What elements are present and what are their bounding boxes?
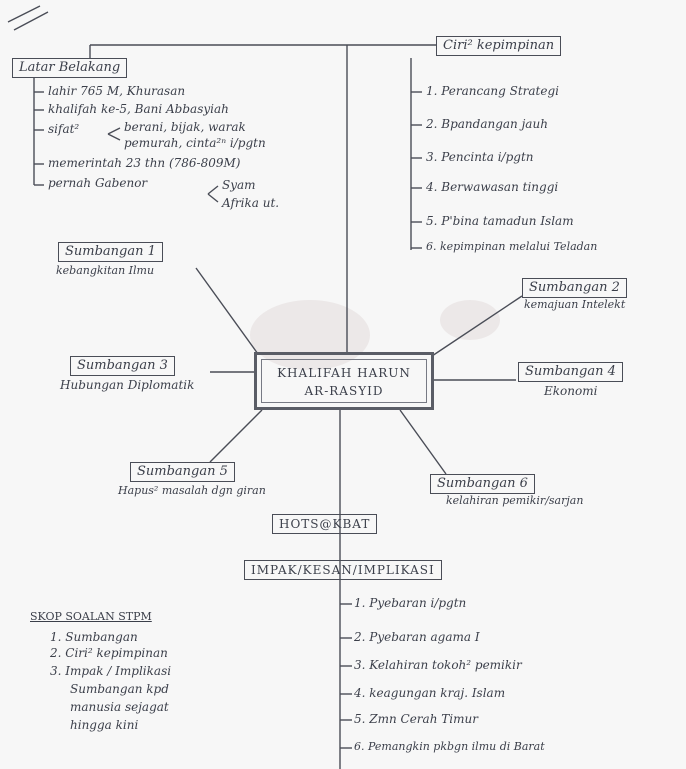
sumbangan-1-box: Sumbangan 1 bbox=[58, 242, 163, 262]
gabenor-brace bbox=[207, 185, 219, 203]
impak-item: 4. keagungan kraj. Islam bbox=[354, 686, 506, 700]
sumbangan-3-box: Sumbangan 3 bbox=[70, 356, 175, 376]
latar-item: khalifah ke-5, Bani Abbasyiah bbox=[48, 102, 229, 116]
spoke-sumbangan-6 bbox=[399, 409, 447, 475]
impak-item: 6. Pemangkin pkbgn ilmu di Barat bbox=[354, 740, 545, 753]
ciri-item: 3. Pencinta i/pgtn bbox=[426, 150, 534, 164]
latar-item: pemurah, cinta²ⁿ i/pgtn bbox=[124, 136, 266, 150]
sumbangan-2-box: Sumbangan 2 bbox=[522, 278, 627, 298]
sumbangan-5-box: Sumbangan 5 bbox=[130, 462, 235, 482]
hots-kbat-box: HOTS@KBAT bbox=[272, 514, 378, 534]
spoke-sumbangan-1 bbox=[195, 267, 259, 355]
impak-item: 2. Pyebaran agama I bbox=[354, 630, 480, 644]
central-topic-box: KHALIFAH HARUN AR-RASYID bbox=[254, 352, 434, 410]
latar-item: memerintah 23 thn (786-809M) bbox=[48, 156, 241, 170]
central-topic-line-1: KHALIFAH HARUN bbox=[277, 366, 411, 380]
ciri-item: 4. Berwawasan tinggi bbox=[426, 180, 559, 194]
sifat-brace bbox=[107, 127, 121, 141]
sumbangan-2-desc: kemajuan Intelekt bbox=[524, 298, 626, 311]
skop-item: manusia sejagat bbox=[70, 700, 169, 714]
skop-item: hingga kini bbox=[70, 718, 139, 732]
impak-item: 5. Zmn Cerah Timur bbox=[354, 712, 478, 726]
impak-title-box: IMPAK/KESAN/IMPLIKASI bbox=[244, 560, 442, 580]
latar-belakang-title: Latar Belakang bbox=[12, 58, 128, 78]
latar-item: sifat² bbox=[48, 122, 80, 136]
corner-doodle bbox=[7, 5, 49, 31]
latar-item: Afrika ut. bbox=[222, 196, 280, 210]
central-topic-inner-border bbox=[261, 359, 427, 403]
central-topic-line-2: AR-RASYID bbox=[304, 384, 384, 398]
latar-item: Syam bbox=[222, 178, 256, 192]
sumbangan-1-desc: kebangkitan Ilmu bbox=[56, 264, 155, 277]
spoke-sumbangan-2 bbox=[431, 295, 523, 357]
skop-item: 2. Ciri² kepimpinan bbox=[50, 646, 168, 660]
skop-soalan-title: SKOP SOALAN STPM bbox=[30, 610, 152, 623]
latar-item: pernah Gabenor bbox=[48, 176, 148, 190]
ciri-item: 1. Perancang Strategi bbox=[426, 84, 559, 98]
latar-item: lahir 765 M, Khurasan bbox=[48, 84, 186, 98]
impak-item: 3. Kelahiran tokoh² pemikir bbox=[354, 658, 522, 672]
sumbangan-6-box: Sumbangan 6 bbox=[430, 474, 535, 494]
skop-item: 3. Impak / Implikasi bbox=[50, 664, 172, 678]
sumbangan-4-box: Sumbangan 4 bbox=[518, 362, 623, 382]
paper-stain bbox=[250, 300, 370, 370]
sumbangan-3-desc: Hubungan Diplomatik bbox=[60, 378, 195, 392]
ciri-item: 2. Bpandangan jauh bbox=[426, 117, 548, 131]
sumbangan-5-desc: Hapus² masalah dgn giran bbox=[118, 484, 266, 497]
ciri-item: 6. kepimpinan melalui Teladan bbox=[426, 240, 598, 253]
latar-item: berani, bijak, warak bbox=[124, 120, 246, 134]
ciri-item: 5. P'bina tamadun Islam bbox=[426, 214, 574, 228]
impak-item: 1. Pyebaran i/pgtn bbox=[354, 596, 467, 610]
sumbangan-4-desc: Ekonomi bbox=[544, 384, 598, 398]
ciri-kepimpinan-title: Ciri² kepimpinan bbox=[436, 36, 562, 56]
sumbangan-6-desc: kelahiran pemikir/sarjan bbox=[446, 494, 584, 507]
spoke-sumbangan-5 bbox=[209, 409, 263, 463]
skop-item: 1. Sumbangan bbox=[50, 630, 138, 644]
skop-item: Sumbangan kpd bbox=[70, 682, 169, 696]
paper-stain bbox=[440, 300, 500, 340]
